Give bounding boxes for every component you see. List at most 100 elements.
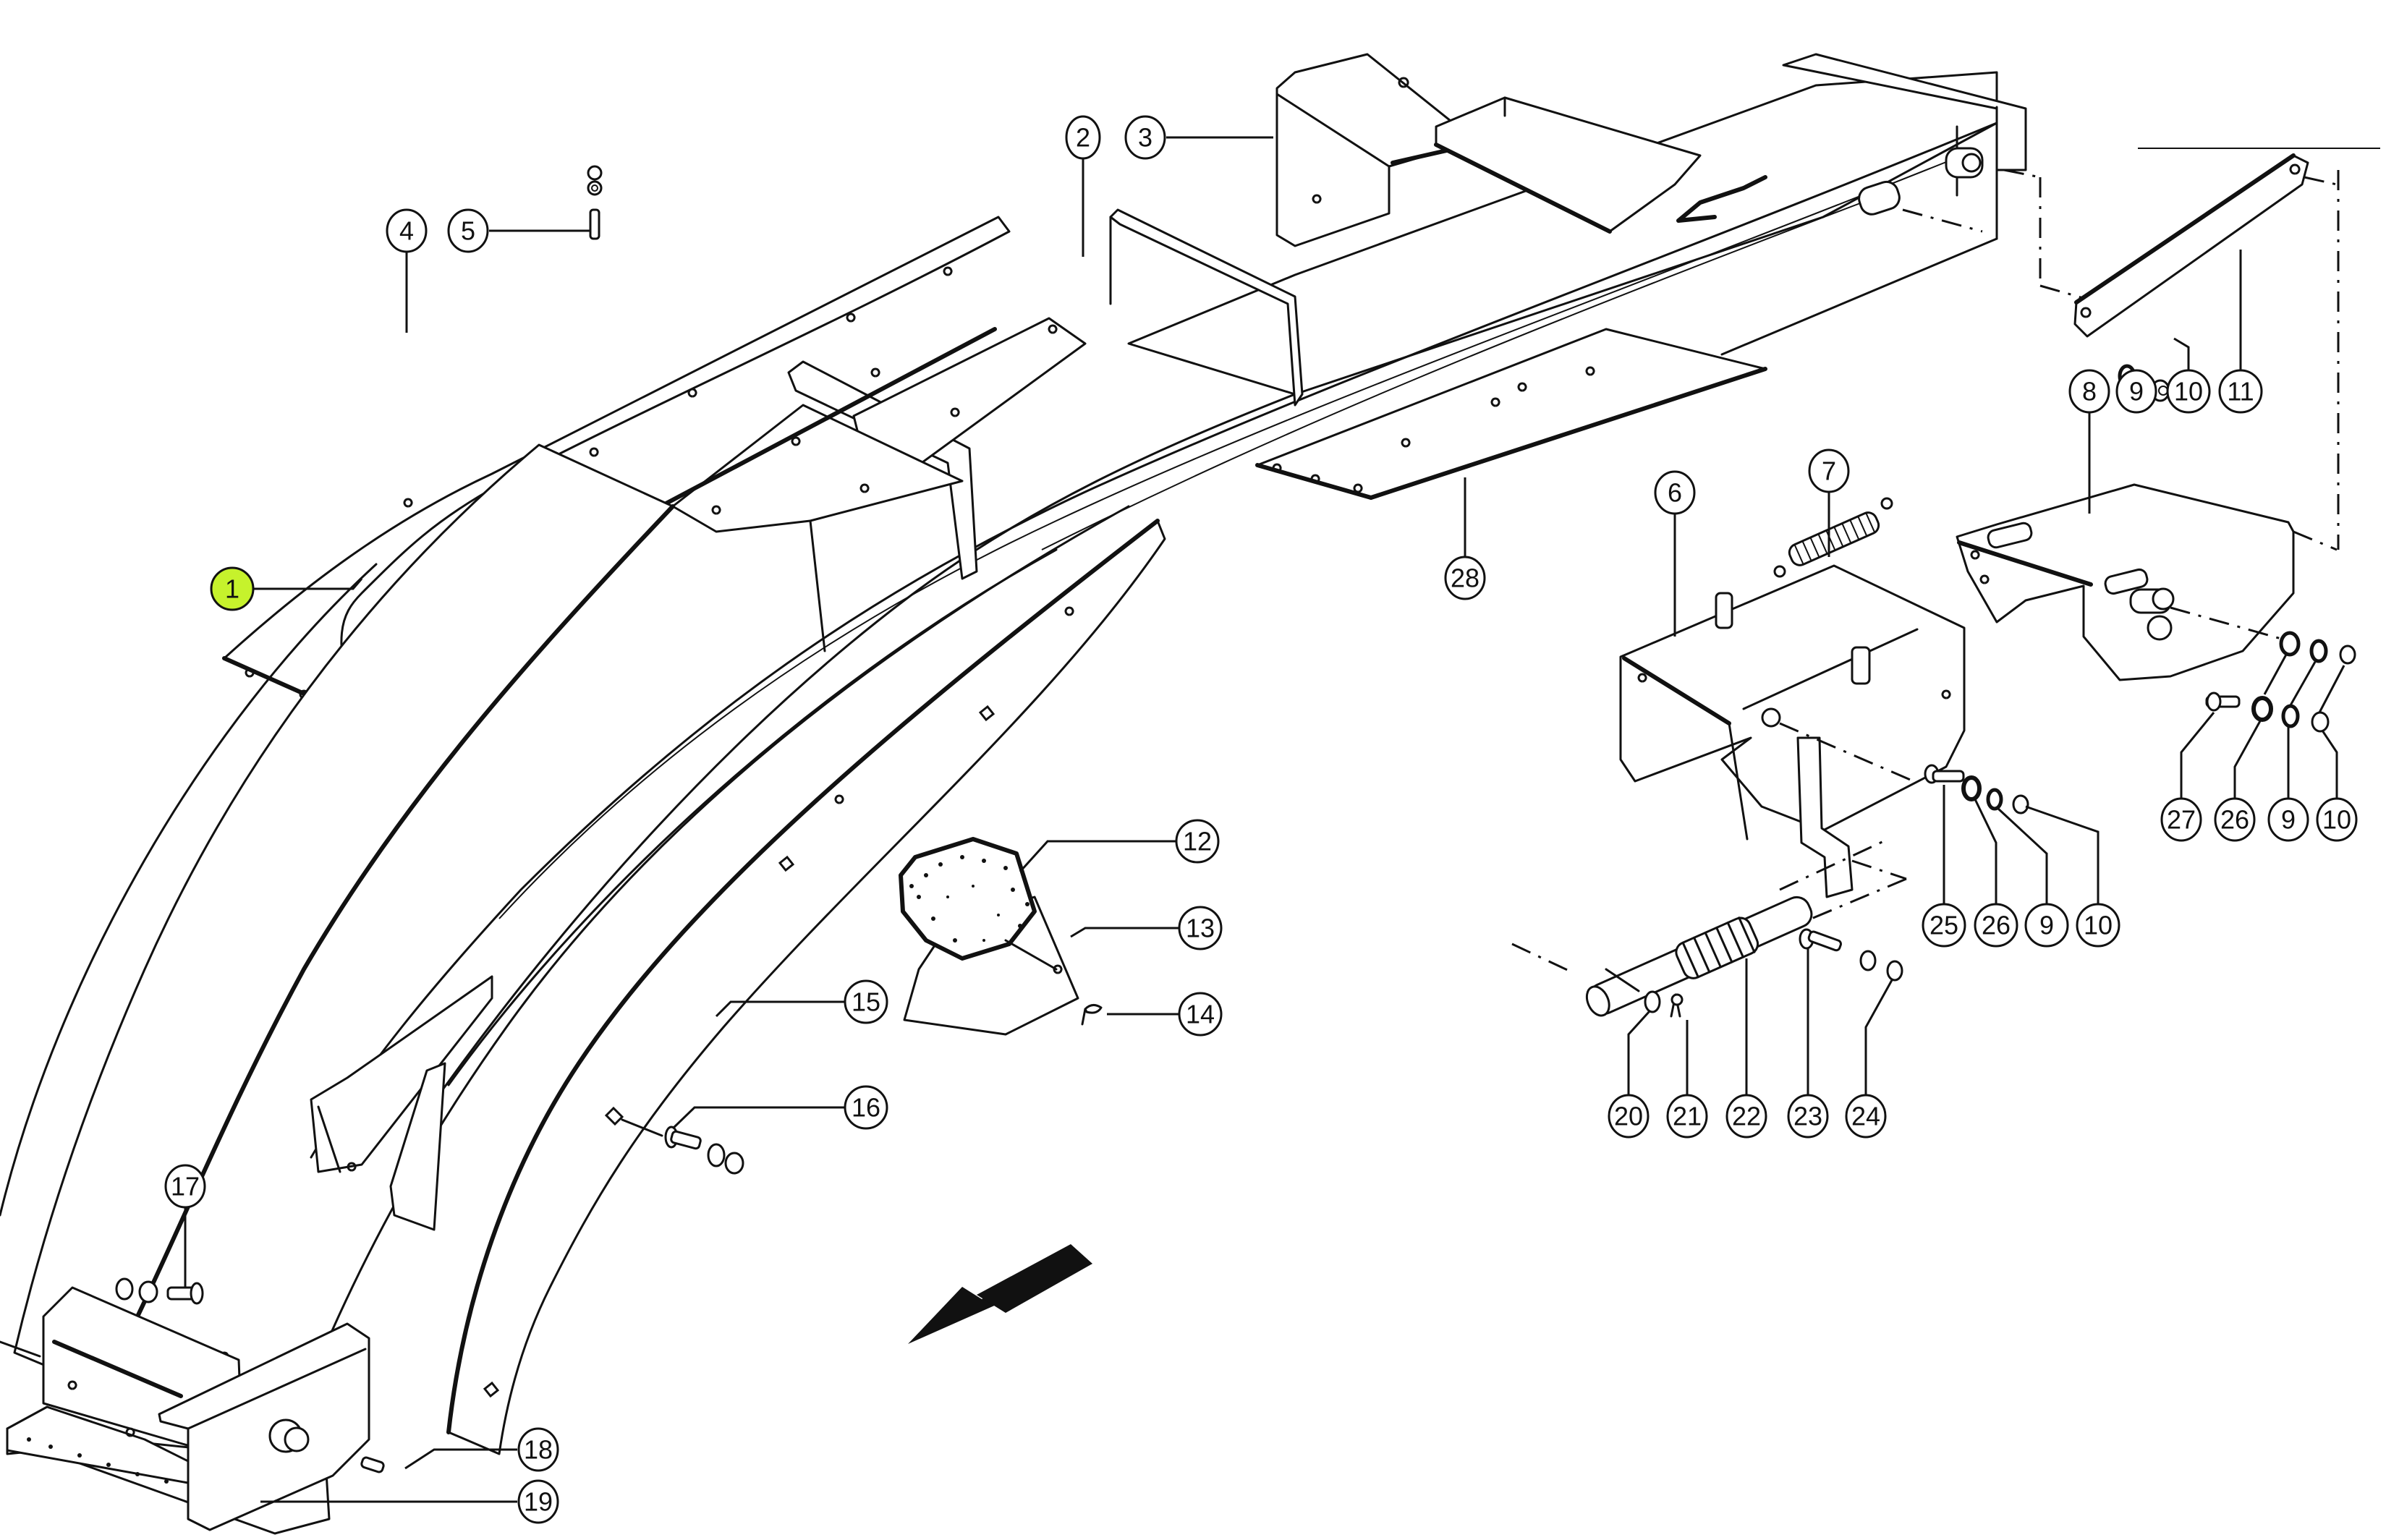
callout-3-circle [1124,115,1166,160]
callout-9-label: 9 [2281,805,2296,835]
callout-1-circle [210,566,255,611]
support-strut [2073,148,2380,338]
callout-9[interactable]: 9 [2024,903,2069,948]
callout-19-label: 19 [524,1487,553,1517]
callout-17-label: 17 [171,1172,200,1201]
callout-9[interactable]: 9 [2267,797,2309,842]
bolt-17-set [115,1277,204,1305]
callout-9-circle [2267,797,2309,842]
callout-12-circle [1175,819,1220,864]
callout-24[interactable]: 24 [1845,1094,1887,1139]
callout-27-label: 27 [2167,805,2196,835]
callout-5-circle [447,208,489,253]
callout-23[interactable]: 23 [1787,1094,1829,1139]
callout-7-label: 7 [1822,456,1836,486]
callout-7[interactable]: 7 [1808,448,1850,493]
callout-23-circle [1787,1094,1829,1139]
callout-26-circle [2214,797,2256,842]
callout-10-label: 10 [2322,805,2351,835]
callout-11[interactable]: 11 [2218,369,2263,414]
callout-20-circle [1608,1094,1650,1139]
callout-10-circle [2166,369,2211,414]
callout-26-label: 26 [2220,805,2249,835]
callout-2-label: 2 [1076,123,1090,153]
callout-6-circle [1654,470,1696,515]
inner-curved-rail [179,505,1130,1448]
callout-24-circle [1845,1094,1887,1139]
skid-texture [27,1437,169,1484]
callout-9[interactable]: 9 [2115,369,2157,414]
bracket-hardware [2205,631,2356,733]
callout-20-label: 20 [1614,1102,1643,1131]
callout-10-label: 10 [2174,377,2203,407]
callout-1[interactable]: 1 [210,566,255,611]
skid-shoe [0,1286,385,1535]
callout-10[interactable]: 10 [2076,903,2120,948]
reflector [899,837,1103,1036]
callout-14-label: 14 [1186,1000,1215,1029]
callout-25[interactable]: 25 [1922,903,1966,948]
callout-18-circle [517,1427,559,1472]
callout-10[interactable]: 10 [2316,797,2358,842]
callout-11-circle [2218,369,2263,414]
callout-9-circle [2115,369,2157,414]
callout-26[interactable]: 26 [1974,903,2018,948]
callout-27[interactable]: 27 [2160,797,2202,842]
callout-15-label: 15 [852,987,880,1017]
callout-10-circle [2316,797,2358,842]
cross-plate [1109,208,1304,407]
callout-12[interactable]: 12 [1175,819,1220,864]
travel-direction-arrow-tail [977,1244,1092,1313]
pin-hardware [1799,928,1903,982]
callout-2-circle [1065,115,1101,160]
callout-5[interactable]: 5 [447,208,489,253]
callout-28[interactable]: 28 [1444,556,1486,600]
callout-3[interactable]: 3 [1124,115,1166,160]
callout-19[interactable]: 19 [517,1479,559,1524]
callout-6-label: 6 [1668,478,1682,508]
callout-14[interactable]: 14 [1178,992,1223,1037]
carriage-bolt-set [604,1106,744,1175]
callout-22[interactable]: 22 [1725,1094,1767,1139]
lower-cover-plate [1255,328,1767,500]
callout-13-circle [1178,906,1223,950]
callout-12-label: 12 [1183,827,1212,856]
callout-16[interactable]: 16 [844,1085,888,1130]
callout-21[interactable]: 21 [1666,1094,1708,1139]
callout-7-circle [1808,448,1850,493]
callout-4-circle [386,208,428,253]
angle-plate [1434,96,1702,234]
callout-6[interactable]: 6 [1654,470,1696,515]
tension-spring [1773,497,1893,578]
callout-4[interactable]: 4 [386,208,428,253]
callout-10[interactable]: 10 [2166,369,2211,414]
callout-17[interactable]: 17 [164,1164,206,1209]
callout-15[interactable]: 15 [844,979,888,1024]
callout-19-circle [517,1479,559,1524]
callout-28-circle [1444,556,1486,600]
callout-21-label: 21 [1673,1102,1702,1131]
end-cap-bracket [1275,53,1477,247]
callout-8[interactable]: 8 [2068,369,2110,414]
callout-13[interactable]: 13 [1178,906,1223,950]
callout-26[interactable]: 26 [2214,797,2256,842]
callout-16-circle [844,1085,888,1130]
callout-9-circle [2024,903,2069,948]
leader-lines [184,136,2345,1503]
callout-18[interactable]: 18 [517,1427,559,1472]
callout-1-label: 1 [225,574,239,604]
mounting-bracket [1956,169,2340,681]
callout-18-label: 18 [524,1435,553,1465]
callout-22-label: 22 [1732,1102,1761,1131]
callout-24-label: 24 [1851,1102,1880,1131]
callout-27-circle [2160,797,2202,842]
callout-2[interactable]: 2 [1065,115,1101,160]
callout-20[interactable]: 20 [1608,1094,1650,1139]
callout-10-label: 10 [2084,911,2113,940]
shield-bracket [1619,564,1966,927]
callout-25-label: 25 [1929,911,1958,940]
callout-3-label: 3 [1138,123,1152,153]
main-beam [310,53,2027,1159]
shield-hardware [1924,764,2029,814]
